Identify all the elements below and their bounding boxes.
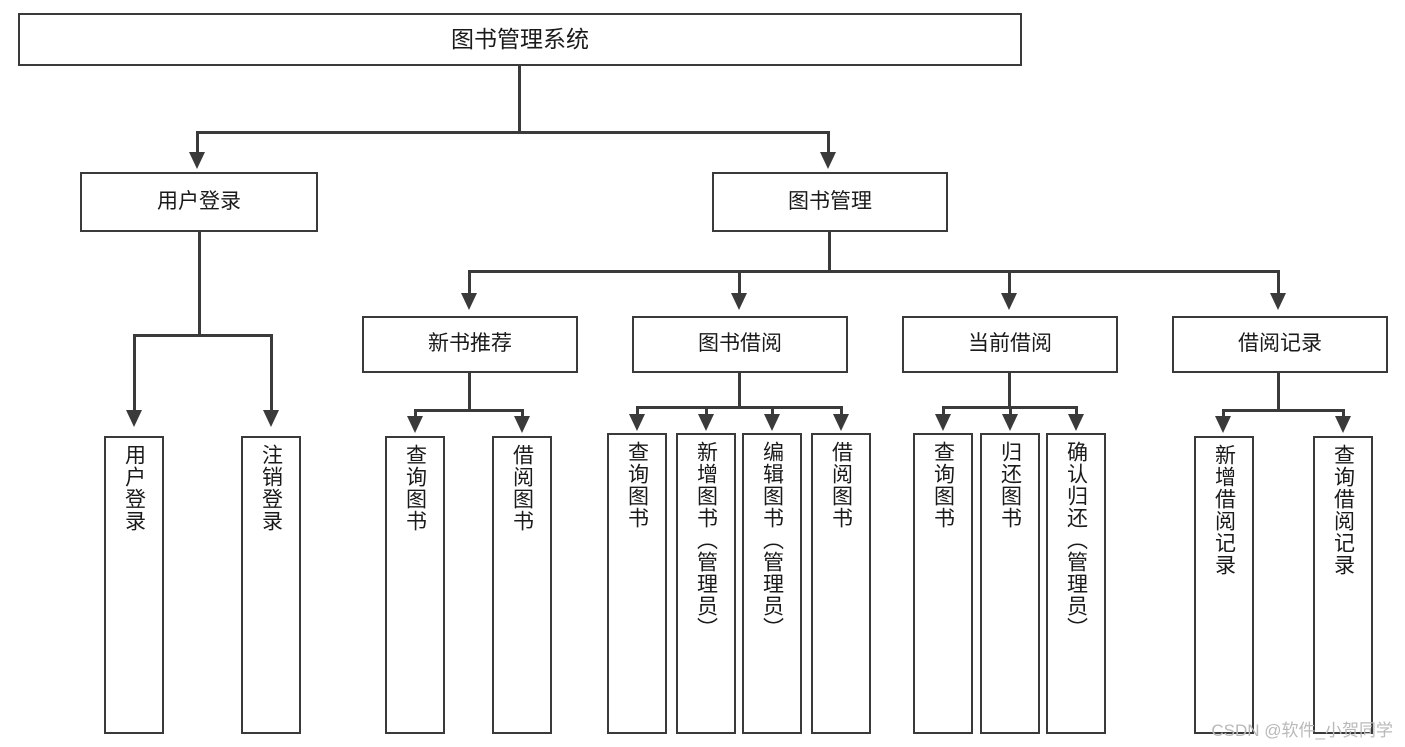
node-leaf-borrow-book-1: 借阅图书 <box>492 436 552 734</box>
edge-borrow-record-drop-1 <box>1222 409 1225 419</box>
node-label: 注销登录 <box>259 444 283 532</box>
node-leaf-query-book-3: 查询图书 <box>913 433 973 734</box>
edge-to-new-book-recommend <box>468 270 471 295</box>
node-leaf-user-login: 用户登录 <box>104 436 164 734</box>
node-label: 用户登录 <box>122 444 146 532</box>
node-label: 归还图书 <box>998 441 1022 529</box>
node-label: 编辑图书（管理员） <box>760 441 784 639</box>
arrowhead-user-login <box>189 152 205 169</box>
arrowhead-book-borrow <box>731 293 747 310</box>
csdn-watermark: CSDN @软件_小贺同学 <box>1211 721 1393 740</box>
node-label: 用户登录 <box>157 189 241 213</box>
node-leaf-borrow-book-2: 借阅图书 <box>811 433 871 734</box>
edge-current-borrow-drop-1 <box>942 406 945 416</box>
node-leaf-add-book: 新增图书（管理员） <box>676 433 736 734</box>
edge-borrow-record-bar <box>1222 409 1345 412</box>
node-label: 当前借阅 <box>968 332 1052 356</box>
arrowhead-leaf-add-book <box>698 414 714 431</box>
node-leaf-user-logout: 注销登录 <box>241 436 301 734</box>
edge-book-manage-bar <box>468 270 1280 273</box>
edge-user-login-left-drop <box>133 334 136 412</box>
edge-book-borrow-drop-3 <box>771 406 774 416</box>
edge-new-book-bar <box>414 409 524 412</box>
node-label: 借阅图书 <box>510 444 534 532</box>
arrowhead-leaf-query-record <box>1335 416 1351 433</box>
arrowhead-leaf-borrow-book-2 <box>833 414 849 431</box>
edge-new-book-drop-1 <box>414 409 417 419</box>
edge-new-book-stem <box>468 373 471 411</box>
node-book-borrow: 图书借阅 <box>632 316 848 373</box>
edge-to-book-borrow <box>738 270 741 295</box>
arrowhead-leaf-user-login <box>126 410 142 427</box>
edge-to-current-borrow <box>1008 270 1011 295</box>
node-label: 确认归还（管理员） <box>1064 441 1088 639</box>
arrowhead-current-borrow <box>1001 293 1017 310</box>
node-book-manage: 图书管理 <box>712 172 948 232</box>
node-leaf-edit-book: 编辑图书（管理员） <box>742 433 802 734</box>
node-label: 图书管理系统 <box>451 25 589 52</box>
arrowhead-leaf-borrow-book-1 <box>514 416 530 433</box>
node-label: 查询借阅记录 <box>1331 444 1355 576</box>
edge-to-borrow-record <box>1277 270 1280 295</box>
node-label: 新增借阅记录 <box>1212 444 1236 576</box>
edge-root-stem <box>518 66 521 133</box>
edge-book-borrow-bar <box>636 406 843 409</box>
edge-book-borrow-drop-2 <box>705 406 708 416</box>
node-root-system: 图书管理系统 <box>18 13 1022 66</box>
node-leaf-query-record: 查询借阅记录 <box>1313 436 1373 734</box>
edge-book-borrow-drop-1 <box>636 406 639 416</box>
arrowhead-leaf-confirm-return <box>1068 414 1084 431</box>
edge-book-borrow-stem <box>738 373 741 408</box>
node-user-login: 用户登录 <box>80 172 318 232</box>
arrowhead-book-manage <box>820 152 836 169</box>
node-label: 查询图书 <box>403 444 427 532</box>
node-leaf-query-book-2: 查询图书 <box>607 433 667 734</box>
arrowhead-leaf-add-record <box>1215 416 1231 433</box>
edge-user-login-stem <box>198 232 201 336</box>
edge-root-to-user-login <box>196 131 199 155</box>
edge-book-borrow-drop-4 <box>840 406 843 416</box>
node-label: 查询图书 <box>931 441 955 529</box>
edge-current-borrow-drop-3 <box>1075 406 1078 416</box>
edge-user-login-right-drop <box>270 334 273 412</box>
node-borrow-record: 借阅记录 <box>1172 316 1388 373</box>
arrowhead-leaf-return-book <box>1002 414 1018 431</box>
node-leaf-return-book: 归还图书 <box>980 433 1040 734</box>
edge-root-bar <box>196 131 830 134</box>
arrowhead-leaf-edit-book <box>764 414 780 431</box>
node-label: 图书管理 <box>788 189 872 213</box>
edge-current-borrow-drop-2 <box>1009 406 1012 416</box>
node-label: 新书推荐 <box>428 332 512 356</box>
node-label: 图书借阅 <box>698 332 782 356</box>
edge-user-login-bar <box>133 334 273 337</box>
edge-current-borrow-stem <box>1008 373 1011 408</box>
arrowhead-leaf-query-book-3 <box>935 414 951 431</box>
arrowhead-leaf-query-book-2 <box>629 414 645 431</box>
node-leaf-add-record: 新增借阅记录 <box>1194 436 1254 734</box>
node-label: 借阅图书 <box>829 441 853 529</box>
node-label: 借阅记录 <box>1238 332 1322 356</box>
arrowhead-leaf-user-logout <box>263 410 279 427</box>
node-label: 查询图书 <box>625 441 649 529</box>
edge-borrow-record-drop-2 <box>1342 409 1345 419</box>
node-new-book-recommend: 新书推荐 <box>362 316 578 373</box>
arrowhead-new-book-recommend <box>461 293 477 310</box>
edge-new-book-drop-2 <box>521 409 524 419</box>
edge-book-manage-stem <box>828 232 831 272</box>
edge-root-to-book-manage <box>827 131 830 155</box>
arrowhead-leaf-query-book-1 <box>407 416 423 433</box>
arrowhead-borrow-record <box>1270 293 1286 310</box>
node-label: 新增图书（管理员） <box>694 441 718 639</box>
node-leaf-confirm-return: 确认归还（管理员） <box>1046 433 1106 734</box>
node-leaf-query-book-1: 查询图书 <box>385 436 445 734</box>
node-current-borrow: 当前借阅 <box>902 316 1118 373</box>
edge-borrow-record-stem <box>1277 373 1280 411</box>
